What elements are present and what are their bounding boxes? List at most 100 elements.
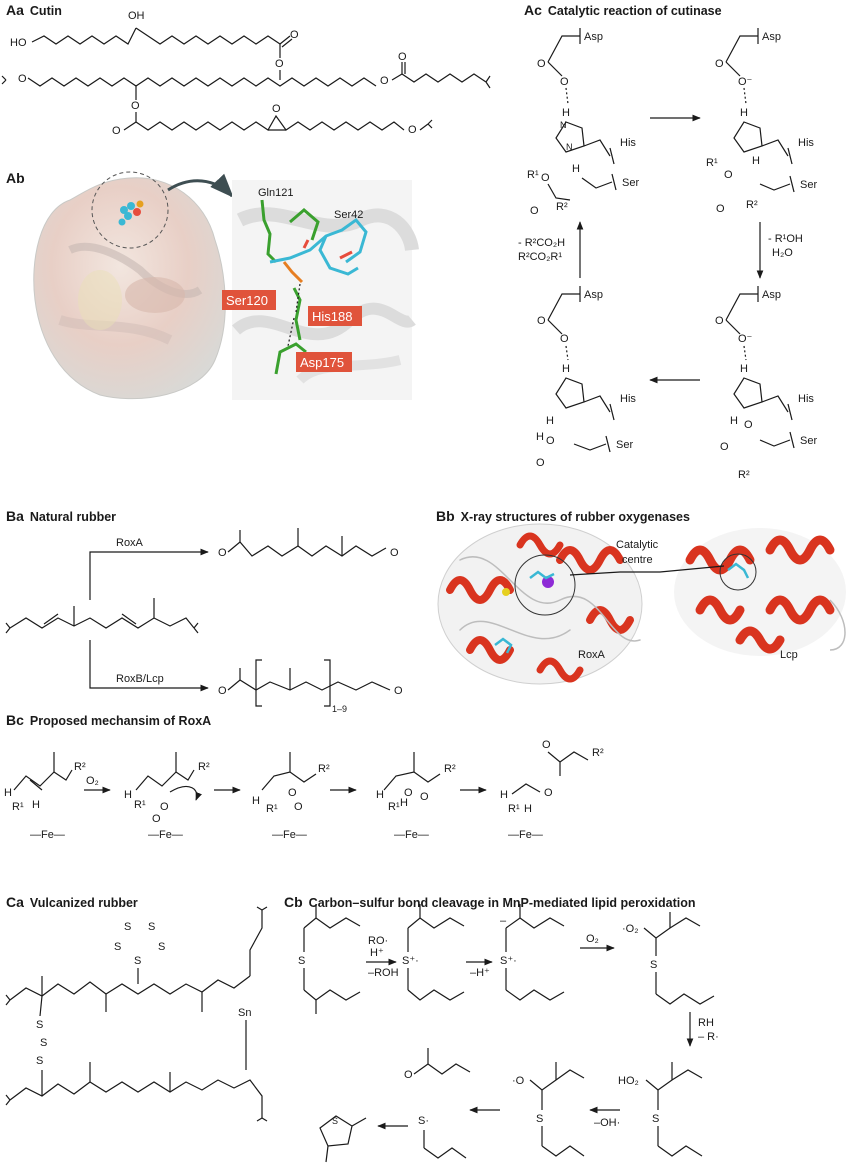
svg-text:H: H [562,363,570,375]
enzyme-roxb-lcp: RoxB/Lcp [116,673,164,685]
svg-text:H: H [376,789,384,801]
svg-text:O: O [380,75,389,87]
natural-rubber-scheme: RoxA RoxB/Lcp O O O 1–9 O [5,528,403,714]
svg-text:O: O [724,169,733,181]
cutin-structure: HO OH O O O O O O O O O [1,10,491,137]
residue-sticks [260,199,368,375]
svg-text:H: H [536,431,544,443]
lcp-structure: Lcp [674,528,846,661]
svg-text:O: O [408,124,417,136]
cycle-state-2: Asp OO⁻ H His H Ser R¹ O O R² [706,28,817,215]
svg-text:O: O [112,125,121,137]
svg-text:R²: R² [746,199,758,211]
svg-text:S: S [114,941,121,953]
svg-text:—Fe—: —Fe— [148,829,183,841]
svg-text:Asp: Asp [584,289,603,301]
svg-text:·O₂: ·O₂ [622,923,639,935]
svg-text:Ser: Ser [616,439,633,451]
svg-text:–H⁺: –H⁺ [470,967,490,979]
svg-text:R²: R² [74,761,86,773]
svg-text:O: O [404,787,413,799]
svg-text:Asp175: Asp175 [300,355,344,370]
svg-text:H: H [500,789,508,801]
svg-text:S: S [124,921,131,933]
svg-text:H: H [740,107,748,119]
svg-text:O⁻: O⁻ [738,76,753,88]
svg-text:O: O [404,1069,413,1081]
svg-text:R¹: R¹ [508,803,520,815]
svg-text:S: S [148,921,155,933]
svg-text:S: S [40,1037,47,1049]
svg-text:O: O [537,315,546,327]
svg-text:His188: His188 [312,309,352,324]
svg-text:H: H [752,155,760,167]
svg-text:S⁺·: S⁺· [500,955,517,967]
svg-text:O: O [18,73,27,85]
svg-text:—Fe—: —Fe— [508,829,543,841]
svg-text:H: H [572,163,580,175]
svg-text:R¹: R¹ [12,801,24,813]
svg-text:O: O [294,801,303,813]
svg-text:O: O [290,29,299,41]
svg-text:O: O [541,172,550,184]
svg-text:1–9: 1–9 [332,704,347,714]
svg-text:–ROH: –ROH [368,967,399,979]
svg-text:O: O [715,315,724,327]
svg-text:R²: R² [318,763,330,775]
svg-text:H: H [4,787,12,799]
cutinase-surface [33,171,234,400]
svg-text:·O: ·O [512,1075,525,1087]
svg-text:S: S [652,1113,659,1125]
svg-text:O: O [715,58,724,70]
svg-text:O: O [390,547,399,559]
tag-ser120: Ser120 [222,290,276,310]
svg-text:O: O [546,435,555,447]
svg-text:O: O [542,739,551,751]
svg-text:H: H [524,803,532,815]
enzyme-roxa: RoxA [116,537,144,549]
svg-text:O: O [272,103,281,115]
svg-text:O: O [218,547,227,559]
svg-text:O: O [420,791,429,803]
svg-text:H: H [740,363,748,375]
svg-text:O: O [131,100,140,112]
svg-text:S: S [332,1116,338,1126]
svg-text:R¹: R¹ [706,157,718,169]
svg-text:Ser: Ser [800,179,817,191]
svg-text:His: His [798,393,814,405]
svg-text:O: O [394,685,403,697]
svg-text:–: – [500,915,507,927]
label-gln121: Gln121 [258,187,293,199]
svg-text:O: O [560,333,569,345]
svg-text:O₂: O₂ [86,775,99,787]
svg-text:H: H [32,799,40,811]
svg-text:–OH·: –OH· [594,1117,620,1129]
svg-text:O: O [720,441,729,453]
svg-text:H: H [252,795,260,807]
svg-text:S: S [650,959,657,971]
svg-text:Asp: Asp [584,31,603,43]
svg-text:R¹: R¹ [388,801,400,813]
label-lcp: Lcp [780,649,798,661]
svg-text:- R²CO₂H: - R²CO₂H [518,237,565,249]
centre-label: centre [622,554,653,566]
catalytic-label: Catalytic [616,539,659,551]
svg-text:Ser: Ser [800,435,817,447]
svg-text:R¹: R¹ [134,799,146,811]
svg-text:O: O [544,787,553,799]
svg-text:H: H [562,107,570,119]
svg-text:- R¹OH: - R¹OH [768,233,803,245]
svg-text:R²: R² [198,761,210,773]
svg-text:S: S [134,955,141,967]
svg-text:R²: R² [556,201,568,213]
cutinase-cycle: Asp OO H NN His H Ser R¹ O R² O Asp OO⁻ … [518,28,817,481]
svg-text:—Fe—: —Fe— [272,829,307,841]
label-ser42: Ser42 [334,209,363,221]
